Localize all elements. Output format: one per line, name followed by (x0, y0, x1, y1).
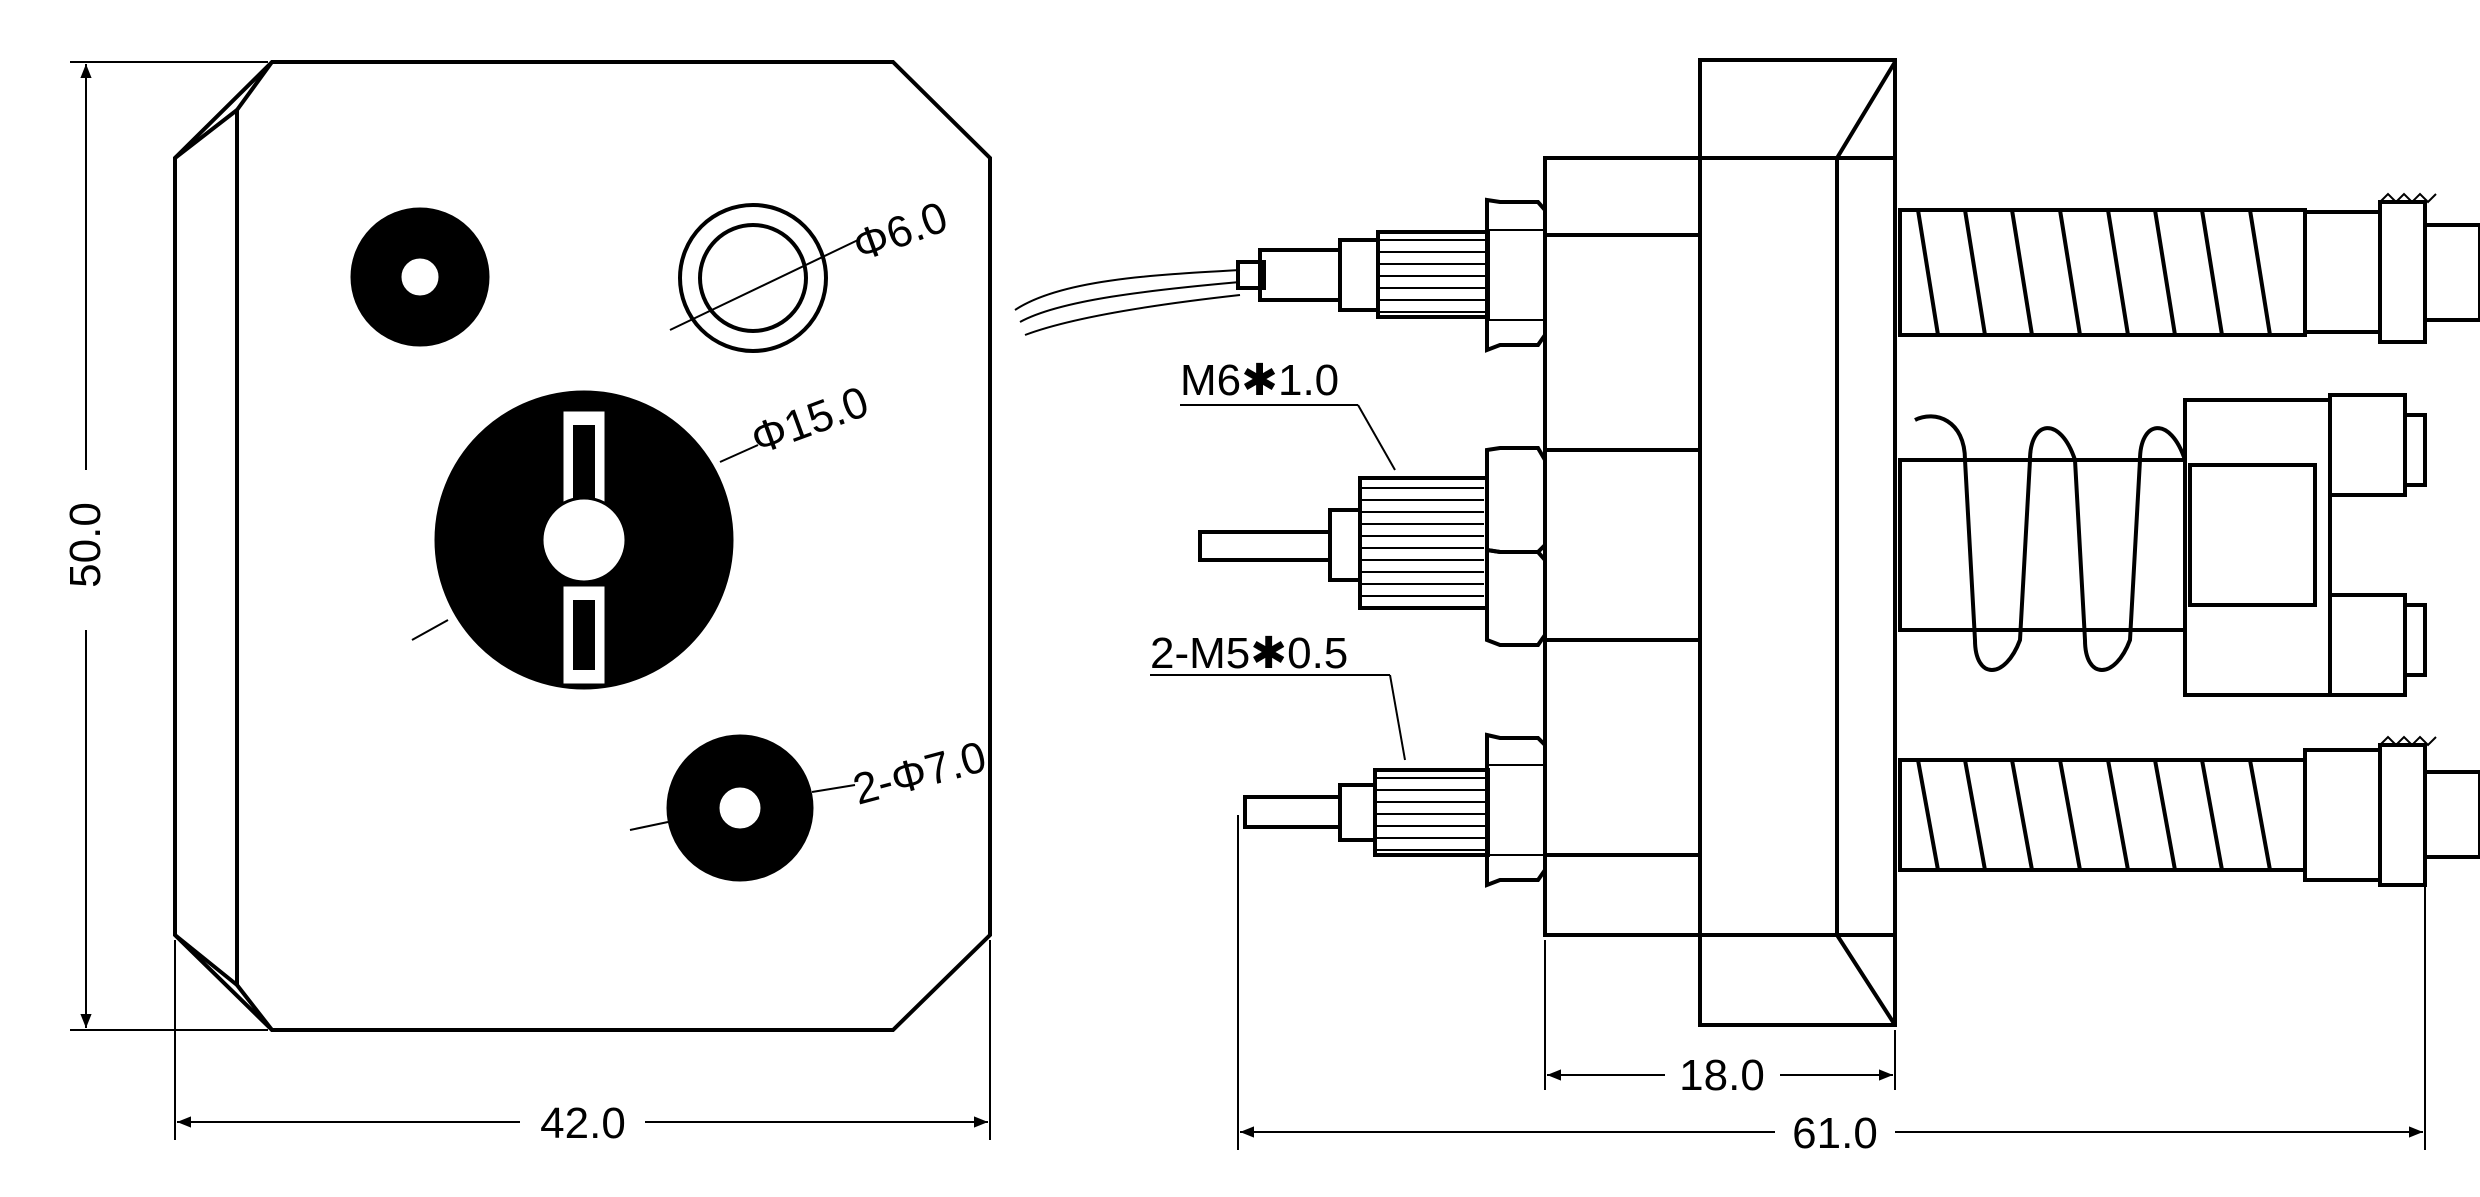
spring-bottom (1898, 735, 2480, 887)
width-dim-label: 42.0 (540, 1099, 626, 1148)
width-dimension (174, 940, 991, 1140)
body-dim-label: 18.0 (1679, 1051, 1765, 1100)
side-view: M6✱1.0 2-M5✱0.5 18.0 61.0 (1014, 58, 2480, 1158)
side-body (1543, 156, 1897, 937)
front-plate-bevel (173, 105, 239, 990)
overall-dim-label: 61.0 (1792, 1109, 1878, 1158)
spring-middle (1898, 393, 2427, 697)
front-view: Φ6.0 Φ15.0 2-Φ7.0 50.0 42.0 (61, 60, 992, 1148)
side-flange (1698, 58, 1897, 1027)
small-hole-label: Φ6.0 (847, 192, 954, 271)
terminal-center (1180, 404, 1547, 647)
height-dim-label: 50.0 (61, 502, 110, 588)
mount-hole-top (350, 207, 490, 347)
small-ring-hole (669, 203, 859, 353)
center-hole-label: Φ15.0 (745, 377, 875, 464)
side-threads-label: 2-M5✱0.5 (1150, 629, 1348, 678)
height-dimension (70, 61, 268, 1031)
overall-dimension (1237, 815, 2426, 1150)
mount-hole-bottom (629, 734, 856, 882)
terminal-top (1014, 197, 1547, 353)
front-plate-outline (173, 60, 992, 1032)
mount-holes-label: 2-Φ7.0 (848, 732, 991, 814)
center-hole (411, 390, 759, 690)
spring-top (1898, 192, 2480, 344)
center-thread-label: M6✱1.0 (1180, 356, 1339, 405)
body-dimension (1544, 940, 1896, 1090)
terminal-bottom (1150, 674, 1547, 888)
